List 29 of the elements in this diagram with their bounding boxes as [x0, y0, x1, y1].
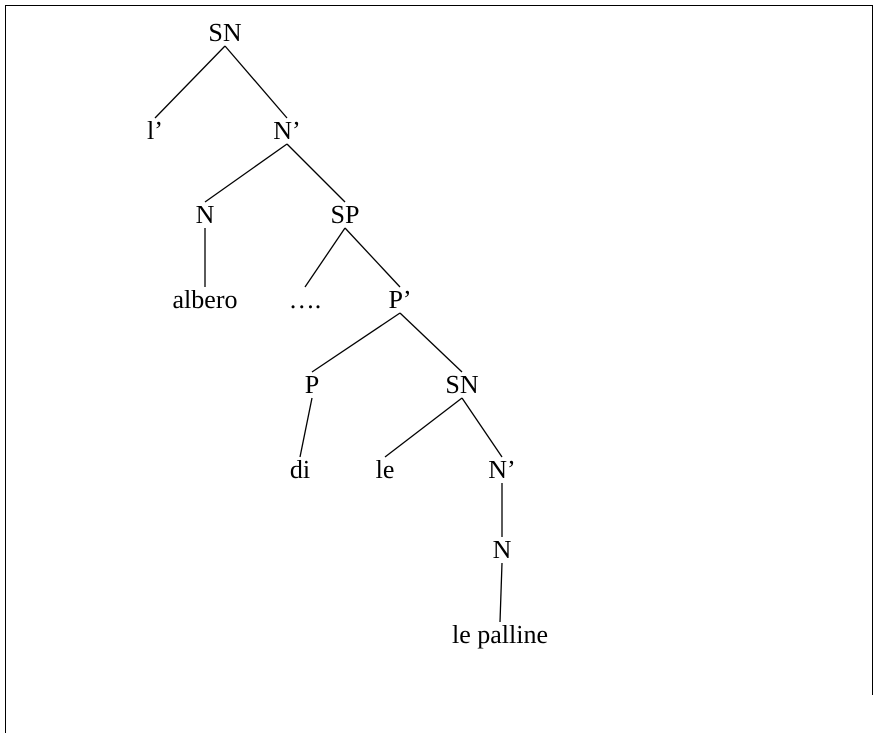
tree-node-label: SN	[206, 18, 244, 48]
tree-node-label: l’	[145, 116, 165, 146]
tree-branch-line	[461, 398, 503, 458]
tree-node-label: N	[194, 200, 216, 230]
tree-node-label: SP	[328, 200, 362, 230]
tree-node-label: albero	[170, 285, 240, 315]
tree-branch-line	[299, 398, 313, 458]
tree-branch-line	[501, 483, 503, 537]
tree-branch-line	[384, 397, 462, 458]
tree-node-label: le palline	[450, 620, 550, 650]
tree-branch-line	[224, 46, 288, 118]
tree-node-label: P’	[386, 285, 414, 315]
tree-branch-line	[400, 312, 462, 372]
tree-node-label: N	[490, 535, 514, 565]
tree-branch-line	[499, 562, 503, 622]
tree-branch-line	[204, 143, 288, 203]
tree-branch-line	[304, 228, 346, 288]
tree-node-label: N’	[486, 455, 518, 485]
tree-node-label: P	[302, 370, 322, 400]
tree-branch-line	[312, 312, 400, 373]
tree-branch-line	[154, 46, 226, 118]
tree-branch-line	[344, 228, 400, 288]
tree-branch-line	[286, 144, 346, 202]
tree-node-label: ….	[286, 285, 324, 315]
tree-node-label: SN	[443, 370, 481, 400]
tree-branch-line	[204, 228, 206, 287]
tree-node-label: di	[288, 455, 312, 485]
tree-node-label: N’	[271, 116, 303, 146]
tree-node-label: le	[374, 455, 396, 485]
